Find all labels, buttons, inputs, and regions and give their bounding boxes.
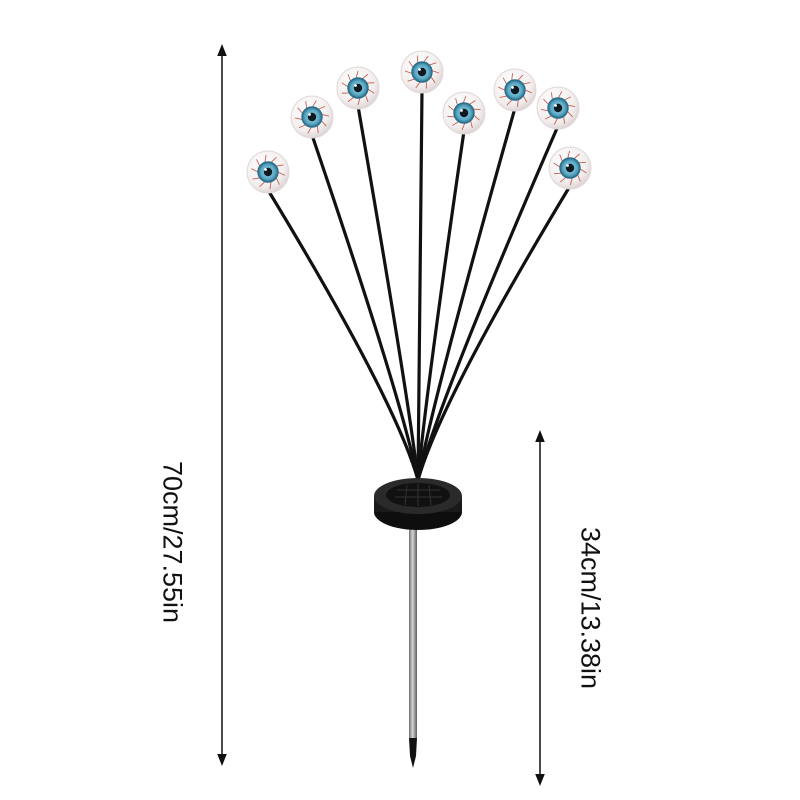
eyeball-lights	[246, 50, 592, 194]
ground-stake	[409, 528, 417, 768]
stem	[416, 106, 517, 482]
fiber-stems	[266, 88, 572, 482]
eyeball-icon	[493, 68, 537, 112]
stem	[310, 133, 420, 482]
eyeball-icon	[548, 146, 592, 190]
total-height-label: 70cm/27.55in	[157, 460, 188, 624]
eyeball-icon	[290, 95, 334, 139]
stem	[416, 88, 424, 482]
eyeball-icon	[536, 86, 580, 130]
eyeball-icon	[400, 50, 444, 94]
stem	[356, 104, 420, 482]
solar-panel-base	[374, 478, 462, 530]
eyeball-icon	[336, 66, 380, 110]
stem	[266, 188, 420, 482]
stem	[416, 129, 466, 482]
stake-height-label: 34cm/13.38in	[575, 526, 606, 690]
stem	[416, 184, 572, 482]
eyeball-icon	[246, 150, 290, 194]
eyeball-icon	[442, 91, 486, 135]
